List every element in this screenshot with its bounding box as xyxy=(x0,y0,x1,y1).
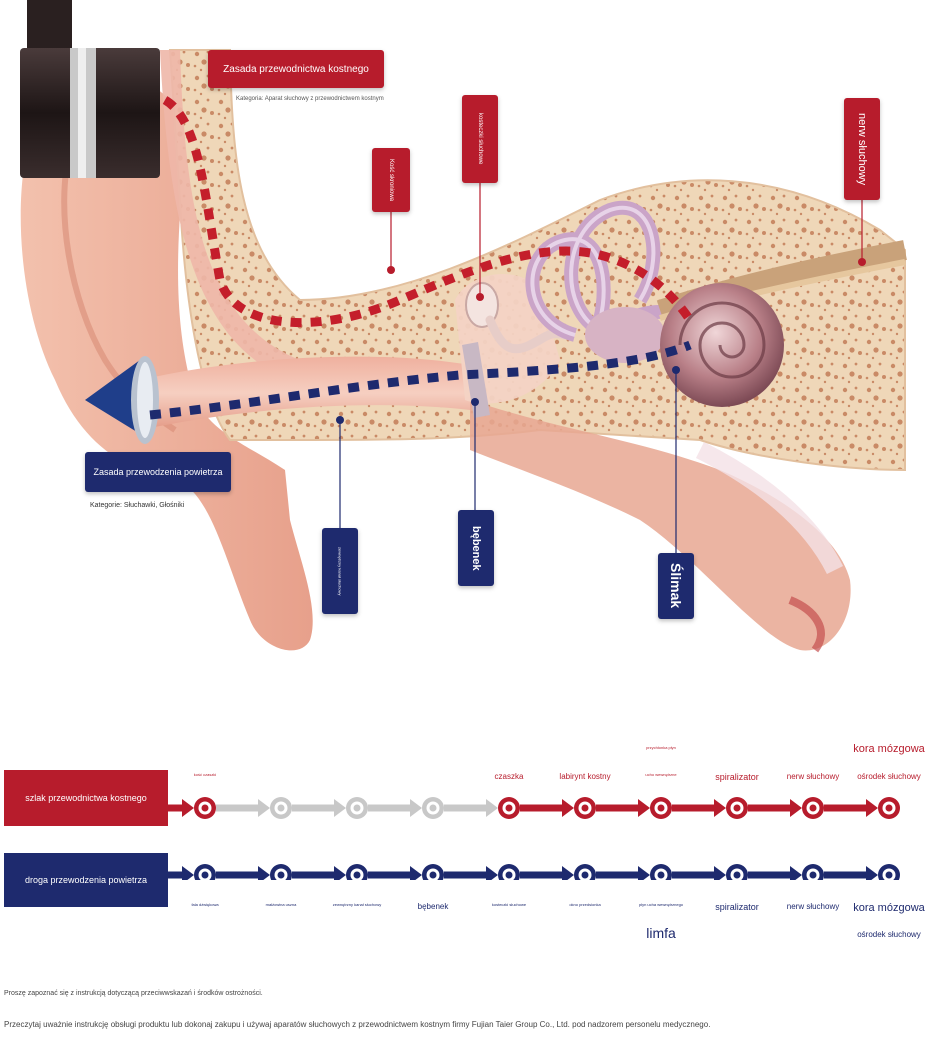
temporal-bone-text: Kość skroniowa xyxy=(388,158,394,202)
bone-arrow-4-head xyxy=(486,799,498,817)
bone-arrow-3-head xyxy=(410,799,422,817)
bone-principle-text: Zasada przewodnictwa kostnego xyxy=(223,63,369,75)
auditory-nerve-label: nerw słuchowy xyxy=(844,98,880,200)
bone-node-2-core xyxy=(353,804,361,812)
eardrum-text: bębenek xyxy=(470,525,482,571)
air-arrow-7-head xyxy=(714,866,726,880)
bone-principle-label: Zasada przewodnictwa kostnego xyxy=(208,50,384,88)
bone-node-label-7: spiralizator xyxy=(715,772,759,782)
bone-category-text: Kategoria: Aparat słuchowy z przewodnict… xyxy=(236,96,384,102)
bone-node-3-core xyxy=(429,804,437,812)
air-node-7-core xyxy=(733,871,741,879)
bone-path-title: szlak przewodnictwa kostnego xyxy=(25,793,147,803)
air-path-title-box: droga przewodzenia powietrza xyxy=(4,853,168,907)
bone-node-label-4: czaszka xyxy=(494,772,524,781)
bone-node-label-0: kość czaszki xyxy=(193,772,217,777)
bone-arrow-6-head xyxy=(638,799,650,817)
air-node-label-below-9: ośrodek słuchowy xyxy=(857,930,921,939)
air-arrow-9-head xyxy=(866,866,878,880)
air-category-text: Kategorie: Słuchawki, Głośniki xyxy=(90,502,185,509)
air-principle-label: Zasada przewodzenia powietrza xyxy=(85,452,231,492)
bone-node-label-above-9: kora mózgowa xyxy=(853,743,925,755)
air-node-1-core xyxy=(277,871,285,879)
footer-note-contraindications: Proszę zapoznać się z instrukcją dotyczą… xyxy=(4,990,263,997)
air-node-label-9: kora mózgowa xyxy=(853,902,925,914)
eardrum-label: bębenek xyxy=(458,510,494,586)
bone-node-0-core xyxy=(201,804,209,812)
bone-conduction-device xyxy=(20,0,160,178)
air-node-label-2: zewnętrzny kanał słuchowy xyxy=(332,902,382,907)
pathway-tracks xyxy=(168,797,900,880)
bone-node-7-core xyxy=(733,804,741,812)
bone-arrow-9-head xyxy=(866,799,878,817)
ossicles-label: kosteczki słuchowe xyxy=(462,95,498,183)
air-node-9-core xyxy=(885,871,893,879)
air-node-label-3: bębenek xyxy=(417,902,449,911)
ear-canal-label: zewnętrzny kanał słuchowy xyxy=(322,528,358,614)
ear-canal-text: zewnętrzny kanał słuchowy xyxy=(337,546,343,596)
bone-node-1-core xyxy=(277,804,285,812)
air-arrow-3-head xyxy=(410,866,422,880)
air-node-4-core xyxy=(505,871,513,879)
air-arrow-6-head xyxy=(638,866,650,880)
bone-arrow-7-head xyxy=(714,799,726,817)
ear-canal xyxy=(140,356,470,430)
bone-node-8-core xyxy=(809,804,817,812)
bone-node-label-5: labirynt kostny xyxy=(559,772,611,781)
ossicles-text: kosteczki słuchowe xyxy=(477,113,483,165)
air-node-6-core xyxy=(657,871,665,879)
air-node-3-core xyxy=(429,871,437,879)
bone-conduction-route xyxy=(162,96,694,327)
air-node-label-0: fala dźwiękowa xyxy=(191,902,219,907)
bone-arrow-8-head xyxy=(790,799,802,817)
air-node-label-1: małżowina uszna xyxy=(265,902,297,907)
air-node-0-core xyxy=(201,871,209,879)
air-node-label-below-6: limfa xyxy=(646,925,676,941)
air-arrow-1-head xyxy=(258,866,270,880)
cochlea-label: Ślimak xyxy=(658,553,694,619)
bone-arrow-1-head xyxy=(258,799,270,817)
air-node-label-4: kosteczki słuchowe xyxy=(491,902,527,907)
bone-node-label-6: ucho wewnętrzne xyxy=(645,772,677,777)
bone-arrow-2-head xyxy=(334,799,346,817)
bone-path-title-box: szlak przewodnictwa kostnego xyxy=(4,770,168,826)
bone-arrow-0-head xyxy=(182,799,194,817)
bone-node-5-core xyxy=(581,804,589,812)
air-node-label-5: okno przedsionka xyxy=(569,902,601,907)
air-node-label-6: płyn ucha wewnętrznego xyxy=(638,902,684,907)
temporal-bone-label: Kość skroniowa xyxy=(372,148,410,212)
air-arrow-2-head xyxy=(334,866,346,880)
air-arrow-8-head xyxy=(790,866,802,880)
eardrum-membrane xyxy=(462,342,490,418)
air-node-label-8: nerw słuchowy xyxy=(786,902,840,911)
air-node-5-core xyxy=(581,871,589,879)
auditory-nerve-text: nerw słuchowy xyxy=(856,112,868,186)
leader-lines xyxy=(336,183,866,555)
air-path-title: droga przewodzenia powietrza xyxy=(24,875,148,885)
air-principle-text: Zasada przewodzenia powietrza xyxy=(93,467,223,477)
air-conduction-speaker xyxy=(85,356,159,444)
footer-note-supervision: Przeczytaj uważnie instrukcję obsługi pr… xyxy=(4,1020,711,1029)
air-node-label-7: spiralizator xyxy=(715,902,759,912)
air-arrow-5-head xyxy=(562,866,574,880)
air-conduction-route xyxy=(149,340,692,420)
bone-node-label-9: ośrodek słuchowy xyxy=(857,772,921,781)
bone-node-6-core xyxy=(657,804,665,812)
air-arrow-4-head xyxy=(486,866,498,880)
air-node-8-core xyxy=(809,871,817,879)
air-arrow-0-head xyxy=(182,866,194,880)
ear-anatomy-illustration xyxy=(20,0,907,653)
bone-node-label-above-6: przychłonka płyn xyxy=(646,745,676,750)
cochlea-text: Ślimak xyxy=(668,563,684,609)
bone-node-label-8: nerw słuchowy xyxy=(786,772,840,781)
bone-node-4-core xyxy=(505,804,513,812)
bone-node-9-core xyxy=(885,804,893,812)
bone-arrow-5-head xyxy=(562,799,574,817)
pinna xyxy=(20,78,313,651)
air-node-2-core xyxy=(353,871,361,879)
